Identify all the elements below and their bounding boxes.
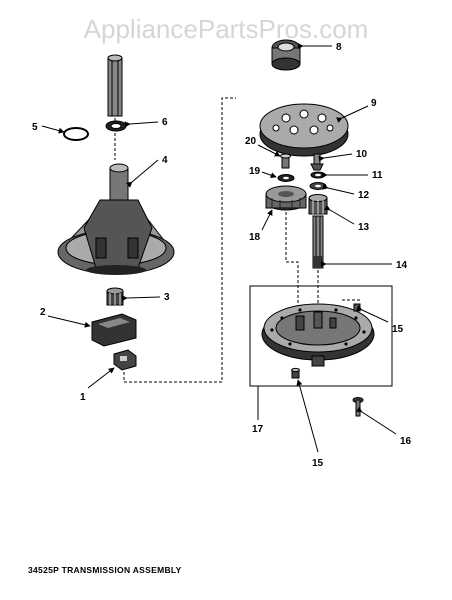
part-8-cap[interactable] xyxy=(271,39,301,71)
callout-17: 17 xyxy=(252,424,264,435)
callout-19: 19 xyxy=(249,166,261,177)
part-6-washer[interactable] xyxy=(105,120,127,132)
callout-11: 11 xyxy=(372,170,383,181)
part-16-screw[interactable] xyxy=(352,397,364,417)
callout-15-upper: 15 xyxy=(392,324,404,335)
part-11-washer[interactable] xyxy=(310,171,326,179)
callout-15-lower: 15 xyxy=(312,458,324,469)
callout-1: 1 xyxy=(80,392,86,403)
part-13-gear[interactable] xyxy=(308,194,328,215)
callout-20: 20 xyxy=(245,136,257,147)
part-2-bracket[interactable] xyxy=(91,313,137,347)
callout-5: 5 xyxy=(32,122,38,133)
part-12-washer[interactable] xyxy=(309,182,327,190)
part-9-top-plate[interactable] xyxy=(259,103,349,157)
part-4-transmission-housing[interactable] xyxy=(57,163,175,275)
part-17-assembly-box xyxy=(249,285,393,387)
upper-shaft[interactable] xyxy=(107,54,123,117)
callout-13: 13 xyxy=(358,222,370,233)
part-10-pin[interactable] xyxy=(310,153,324,171)
callout-4: 4 xyxy=(162,155,168,166)
callout-16: 16 xyxy=(400,436,412,447)
part-19-washer[interactable] xyxy=(277,174,295,182)
callout-2: 2 xyxy=(40,307,46,318)
callout-14: 14 xyxy=(396,260,408,271)
callout-6: 6 xyxy=(162,117,168,128)
part-1-block[interactable] xyxy=(113,349,137,371)
callout-10: 10 xyxy=(356,149,368,160)
watermark: AppliancePartsPros.com xyxy=(84,14,369,44)
part-15-stud-upper[interactable] xyxy=(353,303,361,312)
part-14-shaft[interactable] xyxy=(312,215,324,269)
callout-12: 12 xyxy=(358,190,370,201)
part-20-pin[interactable] xyxy=(280,153,291,169)
callout-3: 3 xyxy=(164,292,170,303)
part-15-stud-lower[interactable] xyxy=(291,367,300,379)
part-3-pinion-gear[interactable] xyxy=(106,287,124,306)
base-plate[interactable] xyxy=(261,303,375,367)
diagram-caption: 34525P TRANSMISSION ASSEMBLY xyxy=(28,565,182,575)
callout-8: 8 xyxy=(336,42,342,53)
callout-18: 18 xyxy=(249,232,261,243)
callout-9: 9 xyxy=(371,98,377,109)
part-18-large-gear[interactable] xyxy=(265,185,307,211)
part-5-ring-clip[interactable] xyxy=(63,127,89,141)
